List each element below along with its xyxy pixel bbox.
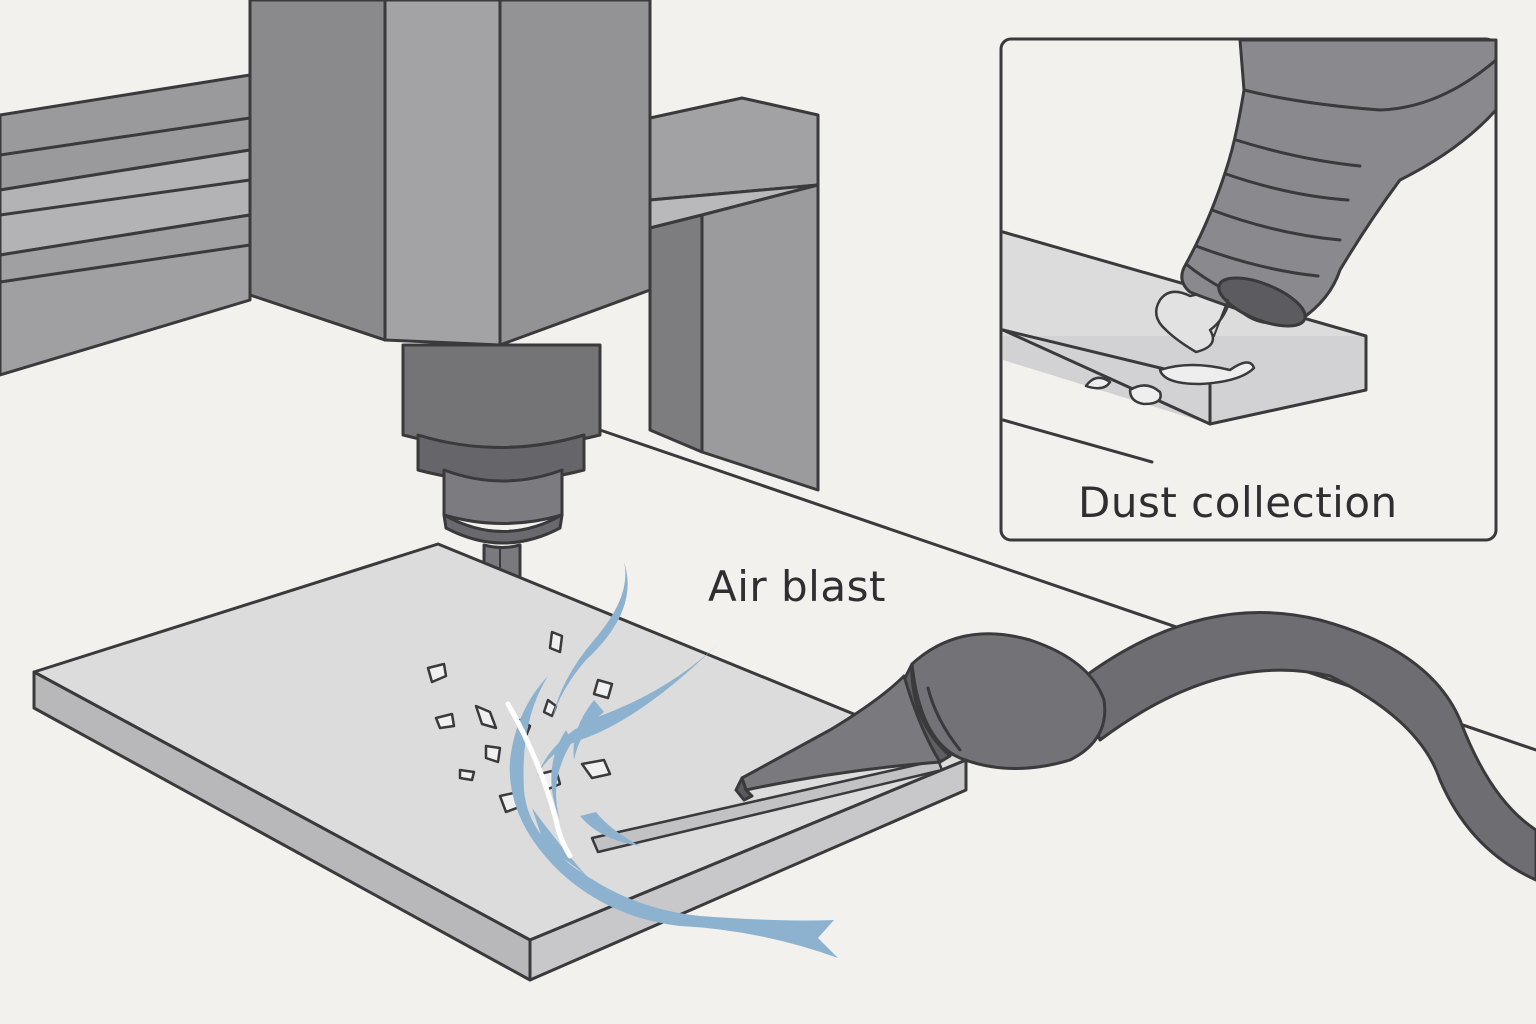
vacuum-nozzle-icon	[736, 613, 1536, 881]
dust-collection-label: Dust collection	[1078, 478, 1398, 527]
cnc-spindle-icon	[250, 0, 650, 543]
air-blast-label: Air blast	[708, 562, 886, 611]
dust-collection-inset	[1001, 39, 1496, 540]
